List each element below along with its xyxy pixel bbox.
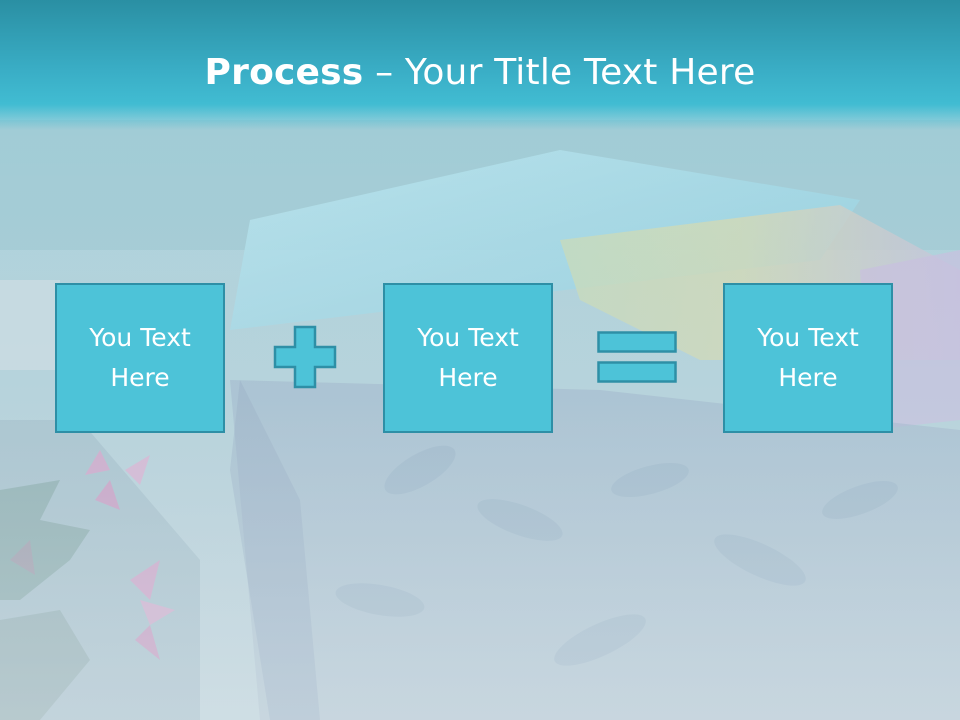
equals-icon: [597, 331, 677, 383]
plus-icon: [273, 325, 337, 389]
process-box-3[interactable]: You Text Here: [723, 283, 893, 433]
process-box-1[interactable]: You Text Here: [55, 283, 225, 433]
title-bold-text: Process: [204, 52, 364, 93]
slide-title: Process – Your Title Text Here: [0, 52, 960, 93]
title-bar: [0, 0, 960, 130]
title-rest-text: – Your Title Text Here: [363, 52, 756, 93]
process-box-2-text: You Text Here: [417, 323, 519, 392]
process-box-2[interactable]: You Text Here: [383, 283, 553, 433]
process-box-1-text: You Text Here: [89, 323, 191, 392]
process-box-3-text: You Text Here: [757, 323, 859, 392]
